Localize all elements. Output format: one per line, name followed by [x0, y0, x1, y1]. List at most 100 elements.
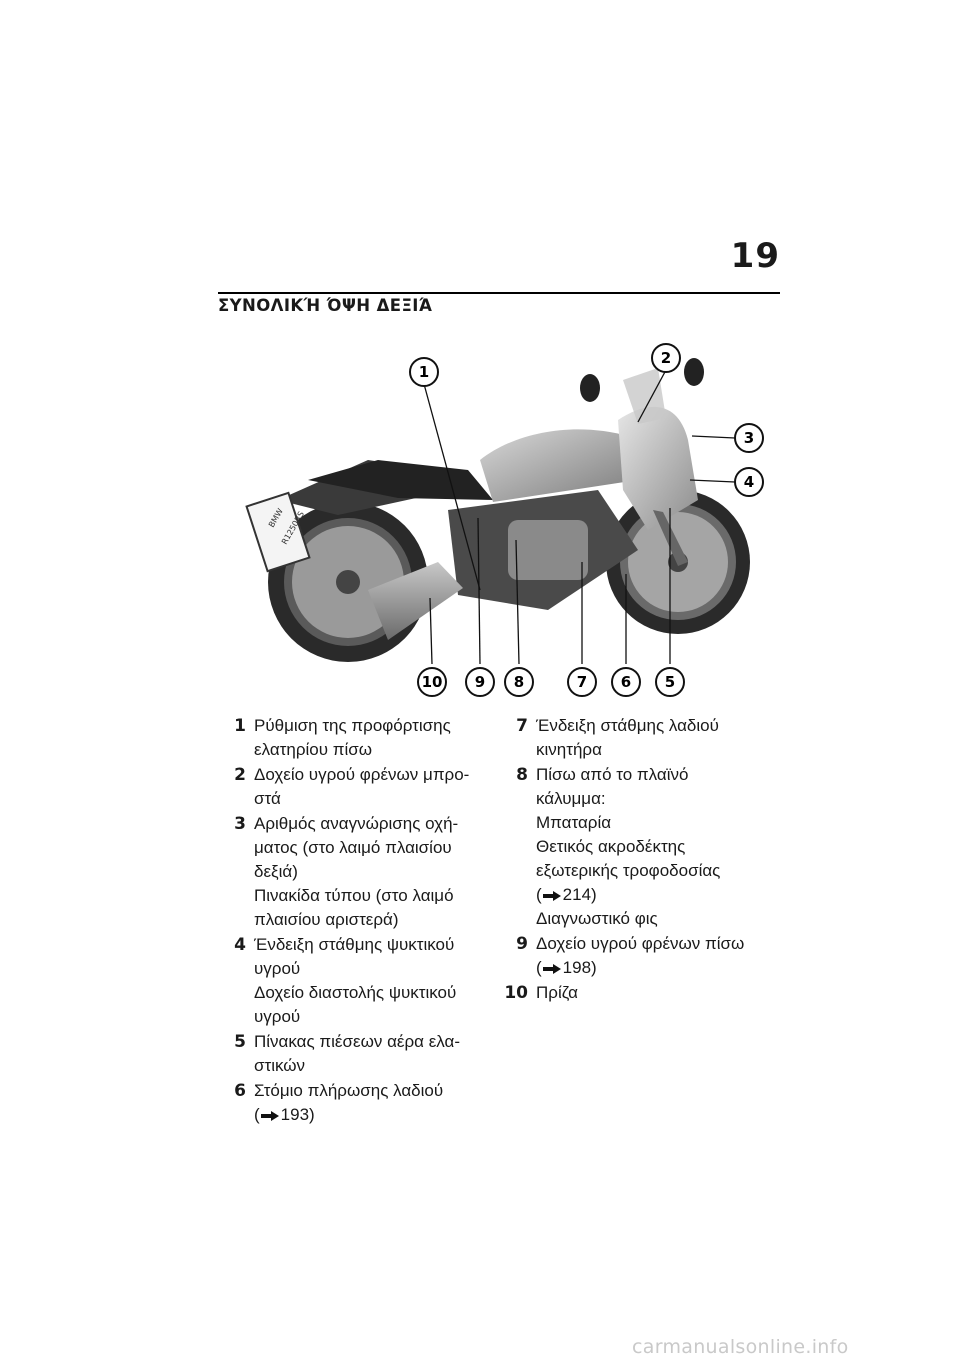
- callout-1: 1: [409, 357, 439, 387]
- legend-line: Διαγνωστικό φις: [536, 909, 658, 928]
- svg-text:8: 8: [514, 673, 524, 691]
- legend-line: Ένδειξη στάθμης ψυκτικού: [254, 935, 455, 954]
- legend-text: Πίνακας πιέσεων αέρα ελα-στικών: [254, 1030, 468, 1078]
- legend-item: 9 Δοχείο υγρού φρένων πίσω (198): [500, 932, 750, 980]
- callout-8: 8: [504, 667, 534, 697]
- callouts: 1 2 3 4 5 6 7 8 9 10: [409, 343, 764, 697]
- legend-number: 6: [234, 1081, 246, 1101]
- legend-item: 3 Αριθμός αναγνώρισης οχή-ματος (στο λαιμ…: [218, 812, 468, 932]
- legend-item: 5 Πίνακας πιέσεων αέρα ελα-στικών: [218, 1030, 468, 1078]
- legend-line: δεξιά): [254, 862, 298, 881]
- page-reference[interactable]: (198): [536, 958, 597, 977]
- legend-text: Στόμιο πλήρωσης λαδιού (193): [254, 1079, 468, 1127]
- svg-text:3: 3: [744, 429, 754, 447]
- legend-line: Πίνακας πιέσεων αέρα ελα-: [254, 1032, 461, 1051]
- fairing: [618, 406, 698, 530]
- svg-text:7: 7: [577, 673, 587, 691]
- motorcycle-figure: BMW R1250RS 1 2 3 4 5 6 7 8 9 10: [245, 343, 764, 697]
- legend-number: 2: [234, 765, 246, 785]
- callout-4: 4: [734, 467, 764, 497]
- legend-item: 1 Ρύθμιση της προφόρτισης ελατηρίου πίσω: [218, 714, 468, 762]
- callout-2: 2: [651, 343, 681, 373]
- svg-text:10: 10: [422, 673, 443, 691]
- legend-text: Ένδειξη στάθμης λαδιού κινητήρα: [536, 714, 750, 762]
- callout-9: 9: [465, 667, 495, 697]
- svg-text:5: 5: [665, 673, 675, 691]
- svg-text:6: 6: [621, 673, 631, 691]
- svg-text:1: 1: [419, 363, 429, 381]
- mirror-right: [684, 358, 704, 386]
- svg-text:2: 2: [661, 349, 671, 367]
- legend-line: Ένδειξη στάθμης λαδιού: [536, 716, 719, 735]
- cylinder: [508, 520, 588, 580]
- legend-number: 10: [504, 983, 528, 1003]
- legend-number: 3: [234, 814, 246, 834]
- page-number: 19: [730, 236, 780, 276]
- page-reference-number: 198): [562, 958, 597, 977]
- legend-line: Ρύθμιση της προφόρτισης: [254, 716, 451, 735]
- legend-line: (198): [536, 956, 750, 980]
- legend-line: υγρού: [254, 959, 301, 978]
- page-reference[interactable]: (214): [536, 885, 597, 904]
- legend-text: Αριθμός αναγνώρισης οχή-ματος (στο λαιμό…: [254, 812, 468, 932]
- legend-number: 5: [234, 1032, 246, 1052]
- legend-line: στά: [254, 789, 281, 808]
- legend-line: (214): [536, 883, 750, 907]
- page-reference-number: 193): [280, 1105, 315, 1124]
- legend-line: στικών: [254, 1056, 306, 1075]
- mirror-left: [580, 374, 600, 402]
- legend-line: Θετικός ακροδέκτης: [536, 837, 686, 856]
- legend-line: κάλυμμα:: [536, 789, 606, 808]
- leader-lines: [423, 369, 736, 665]
- legend-line: Πίσω από το πλαϊνό: [536, 765, 689, 784]
- legend-line: ματος (στο λαιμό πλαισίου: [254, 838, 452, 857]
- legend-line: Μπαταρία: [536, 813, 612, 832]
- legend-item: 2 Δοχείο υγρού φρένων μπρο-στά: [218, 763, 469, 811]
- callout-7: 7: [567, 667, 597, 697]
- legend-number: 8: [516, 765, 528, 785]
- page-title: ΣΥΝΟΛΙΚΉ ΌΨΗ ΔΕΞΙΆ: [218, 296, 433, 315]
- svg-text:4: 4: [744, 473, 754, 491]
- page-reference-number: 214): [562, 885, 597, 904]
- reference-arrow-icon: [542, 963, 561, 974]
- legend-text: Ρύθμιση της προφόρτισης ελατηρίου πίσω: [254, 714, 468, 762]
- page-reference[interactable]: (193): [254, 1105, 315, 1124]
- legend-line: Δοχείο διαστολής ψυκτικού: [254, 983, 457, 1002]
- legend-number: 9: [516, 934, 528, 954]
- reference-arrow-icon: [260, 1110, 279, 1121]
- callout-3: 3: [734, 423, 764, 453]
- legend-line: υγρού: [254, 1007, 301, 1026]
- legend-line: Στόμιο πλήρωσης λαδιού: [254, 1081, 444, 1100]
- fuel-tank: [480, 429, 638, 502]
- legend-line: Δοχείο υγρού φρένων μπρο-: [254, 765, 470, 784]
- svg-text:9: 9: [475, 673, 485, 691]
- callout-5: 5: [655, 667, 685, 697]
- legend-text: Δοχείο υγρού φρένων μπρο-στά: [254, 763, 469, 811]
- legend-line: κινητήρα: [536, 740, 602, 759]
- legend-line: Πινακίδα τύπου (στο λαιμό: [254, 886, 454, 905]
- legend-line: Αριθμός αναγνώρισης οχή-: [254, 814, 459, 833]
- header-rule: [218, 292, 780, 294]
- legend-right-column: 7 Ένδειξη στάθμης λαδιού κινητήρα 8 Πίσω από…: [500, 714, 750, 1006]
- legend-item: 10 Πρίζα: [500, 981, 750, 1005]
- legend-line: Δοχείο υγρού φρένων πίσω: [536, 934, 745, 953]
- windscreen: [623, 368, 666, 424]
- watermark: carmanualsonline.info: [632, 1336, 849, 1358]
- legend-line: ελατηρίου πίσω: [254, 740, 373, 759]
- reference-arrow-icon: [542, 890, 561, 901]
- callout-10: 10: [417, 667, 447, 697]
- legend-number: 7: [516, 716, 528, 736]
- legend-text: Πρίζα: [536, 981, 750, 1005]
- legend-number: 1: [234, 716, 246, 736]
- exhaust: [368, 562, 463, 640]
- legend-line: πλαισίου αριστερά): [254, 910, 399, 929]
- legend-text: Δοχείο υγρού φρένων πίσω (198): [536, 932, 750, 980]
- legend-line: Πρίζα: [536, 983, 578, 1002]
- legend-line: εξωτερικής τροφοδοσίας: [536, 861, 721, 880]
- legend-line: (193): [254, 1103, 468, 1127]
